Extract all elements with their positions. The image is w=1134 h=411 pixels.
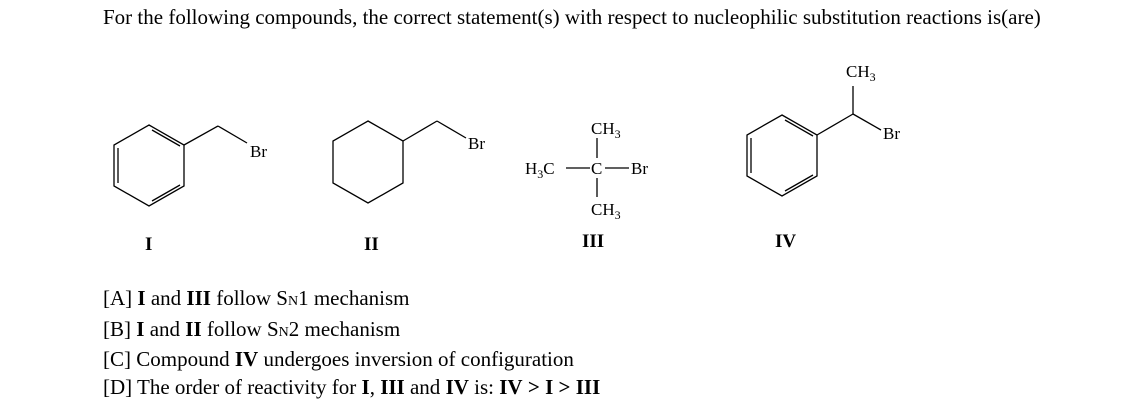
- compound-label-iii: III: [582, 231, 604, 252]
- ch2-bond-ii: [402, 120, 438, 142]
- option-c[interactable]: [C] Compound IV undergoes inversion of c…: [103, 347, 574, 371]
- c-center-label-iii: C: [591, 159, 602, 178]
- option-letter: [B]: [103, 316, 131, 341]
- option-b[interactable]: [B] I and II follow SN2 mechanism: [103, 316, 401, 341]
- compound-label-iv: IV: [775, 231, 796, 252]
- compound-label-i: I: [145, 234, 152, 255]
- br-label-ii: Br: [468, 134, 485, 153]
- ch3-bottom-label-iii: CH3: [591, 200, 621, 222]
- compound-iii-structure: CH3 H3C C Br CH3 III: [525, 119, 648, 252]
- compound-label-ii: II: [364, 234, 379, 255]
- c-br-bond-i: [217, 125, 248, 144]
- c-br-bond-ii: [436, 120, 467, 139]
- br-label-iii: Br: [631, 159, 648, 178]
- ch3-label-iv: CH3: [846, 62, 876, 84]
- option-letter: [C]: [103, 347, 131, 371]
- ch2-bond-i: [183, 125, 219, 146]
- option-letter: [A]: [103, 286, 133, 310]
- option-d[interactable]: [D] The order of reactivity for I, III a…: [103, 374, 601, 399]
- option-a[interactable]: [A] I and III follow SN1 mechanism: [103, 286, 410, 310]
- benzene-ring-i: [113, 124, 185, 207]
- question-text: For the following compounds, the correct…: [103, 5, 1041, 29]
- compound-iv-structure: CH3 Br IV: [746, 62, 900, 252]
- ch3-top-label-iii: CH3: [591, 119, 621, 141]
- option-letter: [D]: [103, 374, 133, 399]
- br-label-iv: Br: [883, 124, 900, 143]
- compound-i-structure: Br I: [113, 124, 267, 255]
- h3c-label-iii: H3C: [525, 159, 555, 181]
- c-br-bond-iv: [852, 113, 882, 131]
- ch-bond-iv: [816, 113, 854, 136]
- compound-ii-structure: Br II: [332, 120, 485, 255]
- cyclohexane-ring-ii: [332, 120, 404, 204]
- br-label-i: Br: [250, 142, 267, 161]
- answer-options: [A] I and III follow SN1 mechanism [B] I…: [103, 285, 600, 401]
- benzene-ring-iv: [746, 114, 818, 197]
